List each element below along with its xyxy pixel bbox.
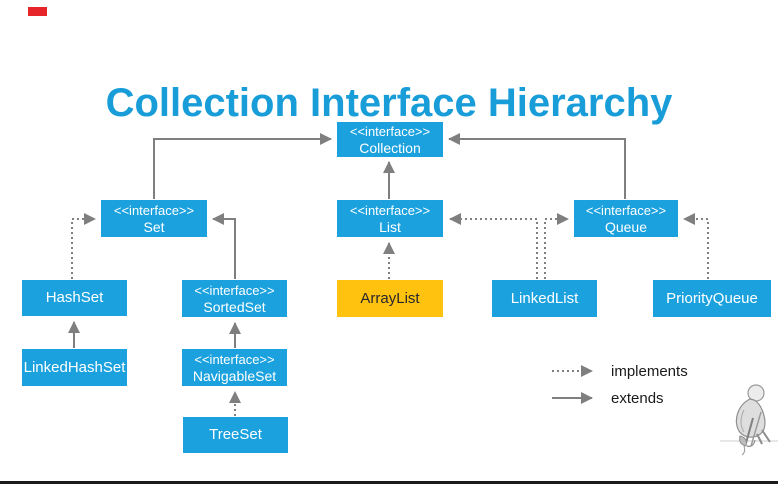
node-linkedhashset: LinkedHashSet [22, 349, 127, 386]
edge-set-extends-collection [153, 133, 332, 199]
edge-linkedlist-implements-list [449, 213, 538, 279]
node-set: <<interface>> Set [101, 200, 207, 237]
digging-man-sketch-image [720, 384, 778, 456]
node-priorityqueue: PriorityQueue [653, 280, 771, 317]
edge-priorityqueue-implements-queue [683, 213, 709, 279]
node-navigableset-stereotype: <<interface>> [194, 351, 275, 367]
node-list: <<interface>> List [337, 200, 443, 237]
node-queue-stereotype: <<interface>> [585, 202, 667, 218]
node-sortedset-label: SortedSet [203, 298, 266, 315]
bottom-border-line [0, 481, 778, 484]
node-sortedset-stereotype: <<interface>> [194, 282, 275, 298]
legend-extends-label: extends [611, 390, 664, 407]
edge-hashset-implements-set [71, 213, 96, 279]
node-treeset: TreeSet [183, 417, 288, 453]
node-hashset: HashSet [22, 280, 127, 316]
red-accent-bar [28, 7, 47, 16]
node-collection-stereotype: <<interface>> [349, 123, 431, 139]
edge-sortedset-extends-set [212, 213, 236, 279]
node-list-stereotype: <<interface>> [349, 202, 431, 218]
node-collection-label: Collection [359, 139, 421, 156]
node-linkedhashset-label: LinkedHashSet [23, 358, 126, 376]
node-queue: <<interface>> Queue [574, 200, 678, 237]
node-navigableset-label: NavigableSet [192, 367, 277, 384]
node-set-stereotype: <<interface>> [113, 202, 195, 218]
node-arraylist-label: ArrayList [360, 289, 420, 307]
page-title: Collection Interface Hierarchy [105, 80, 673, 125]
node-arraylist: ArrayList [337, 280, 443, 317]
node-list-label: List [379, 218, 401, 235]
edge-queue-extends-collection [448, 133, 626, 199]
node-navigableset: <<interface>> NavigableSet [182, 349, 287, 386]
node-treeset-label: TreeSet [209, 426, 262, 443]
node-queue-label: Queue [604, 218, 648, 235]
node-set-label: Set [143, 218, 165, 235]
node-hashset-label: HashSet [45, 289, 104, 306]
edge-linkedlist-implements-queue [544, 213, 569, 279]
node-linkedlist-label: LinkedList [510, 289, 579, 307]
node-linkedlist: LinkedList [492, 280, 597, 317]
legend-implements-label: implements [611, 363, 688, 380]
node-priorityqueue-label: PriorityQueue [666, 289, 758, 307]
node-sortedset: <<interface>> SortedSet [182, 280, 287, 317]
node-collection: <<interface>> Collection [337, 122, 443, 157]
